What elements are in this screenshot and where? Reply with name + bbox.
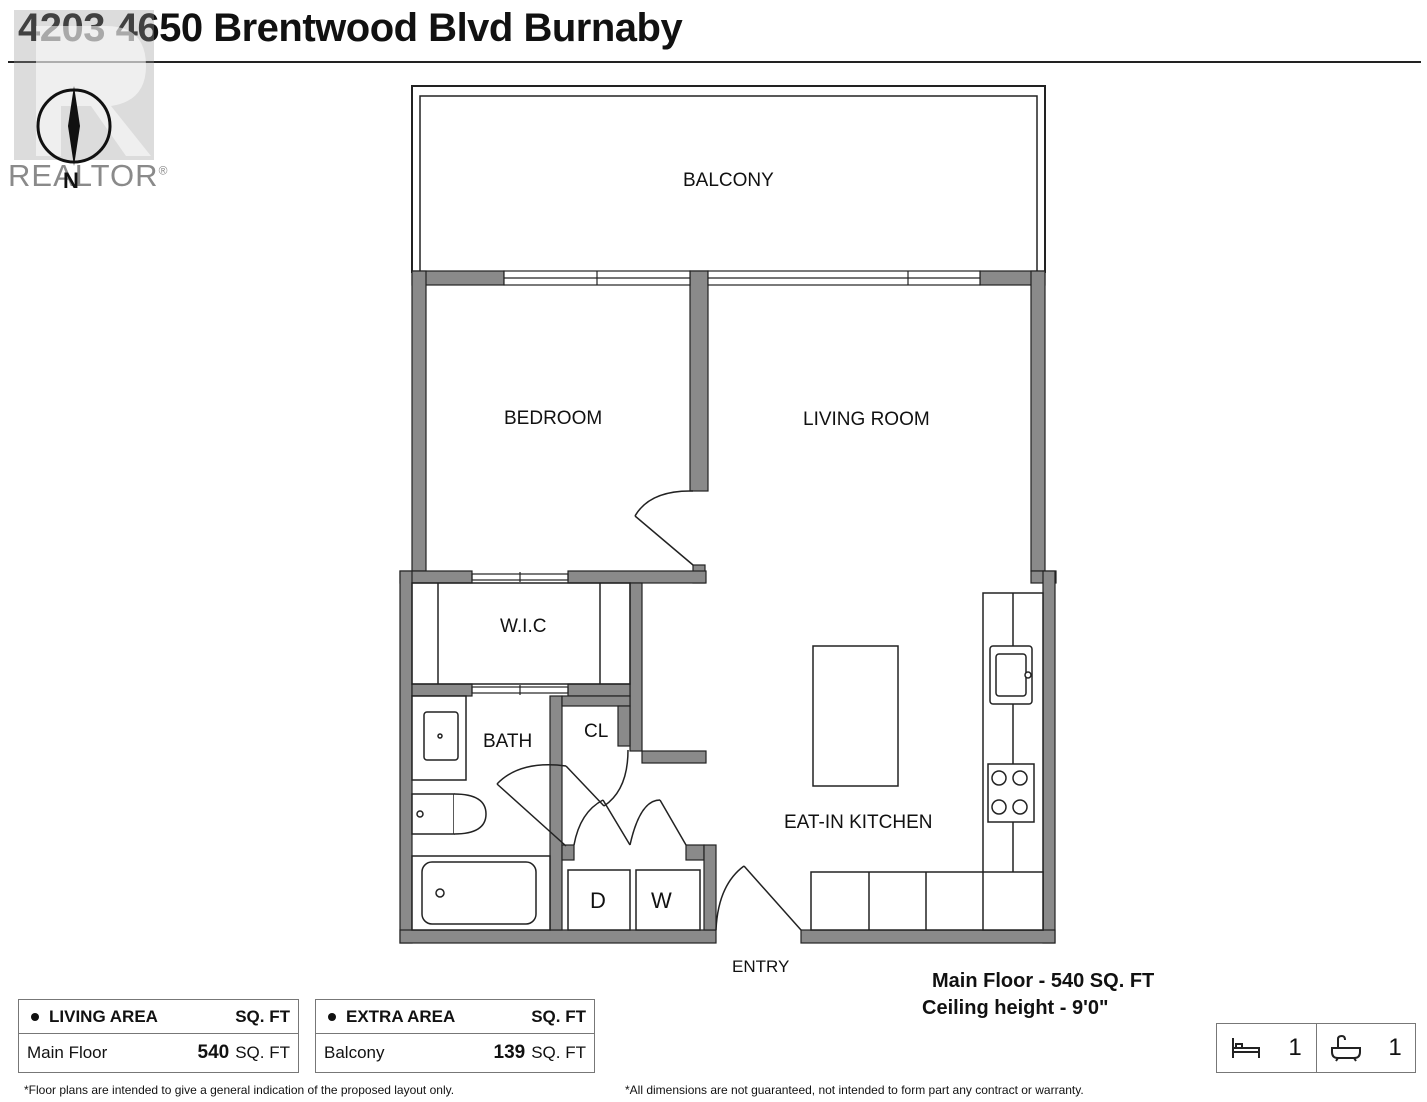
- bed-icon: [1231, 1038, 1260, 1058]
- kitchen-counters: [810, 592, 1044, 931]
- label-wic: W.I.C: [500, 616, 547, 637]
- compass-north-label: N: [63, 168, 79, 193]
- extra-area-title: EXTRA AREA: [346, 1006, 456, 1026]
- compass-icon: [36, 86, 112, 166]
- bedroom-count: 1: [1288, 1034, 1302, 1061]
- living-area-title: LIVING AREA: [49, 1006, 158, 1026]
- kitchen-island: [812, 645, 899, 787]
- label-kitchen: EAT-IN KITCHEN: [784, 812, 933, 833]
- walls: [399, 270, 1057, 944]
- label-bedroom: BEDROOM: [504, 408, 603, 429]
- label-dryer: D: [590, 888, 606, 913]
- extra-area-table: EXTRA AREA SQ. FT Balcony 139 SQ. FT: [315, 999, 595, 1073]
- label-closet: CL: [584, 721, 609, 742]
- footnote-layout: *Floor plans are intended to give a gene…: [24, 1083, 455, 1097]
- footnote-warranty: *All dimensions are not guaranteed, not …: [625, 1083, 1084, 1097]
- realtor-wordmark: REALTOR®: [8, 158, 169, 193]
- bullet-icon: [328, 1012, 336, 1021]
- bullet-icon: [31, 1012, 39, 1021]
- realtor-watermark: REALTOR® N: [6, 6, 169, 193]
- label-bath: BATH: [483, 731, 533, 752]
- living-area-row-label: Main Floor: [27, 1043, 108, 1062]
- bath-fixtures: [411, 695, 551, 931]
- bathtub-icon: [1330, 1034, 1361, 1062]
- label-living-room: LIVING ROOM: [803, 409, 930, 430]
- label-entry: ENTRY: [732, 957, 790, 976]
- laundry: [567, 869, 701, 931]
- living-area-row: Main Floor 540 SQ. FT: [19, 1035, 298, 1071]
- door-swings: [496, 490, 802, 931]
- extra-area-header: EXTRA AREA SQ. FT: [316, 1000, 594, 1034]
- living-area-row-unit: SQ. FT: [235, 1043, 290, 1062]
- ceiling-height: Ceiling height - 9'0": [922, 997, 1109, 1019]
- room-counts: 1 1: [1216, 1023, 1416, 1073]
- living-area-header: LIVING AREA SQ. FT: [19, 1000, 298, 1034]
- label-washer: W: [651, 888, 672, 913]
- living-area-unit-header: SQ. FT: [235, 1006, 290, 1026]
- label-balcony: BALCONY: [683, 170, 774, 191]
- main-floor-summary: Main Floor - 540 SQ. FT: [932, 970, 1155, 992]
- title-divider: [8, 61, 1421, 63]
- bathroom-count-cell: 1: [1315, 1024, 1416, 1072]
- sliding-doors: [471, 572, 569, 695]
- extra-area-row-label: Balcony: [324, 1043, 385, 1062]
- extra-area-row-value: 139: [493, 1042, 526, 1063]
- extra-area-row-unit: SQ. FT: [531, 1043, 586, 1062]
- living-area-row-value: 540: [197, 1042, 230, 1063]
- living-area-table: LIVING AREA SQ. FT Main Floor 540 SQ. FT: [18, 999, 299, 1073]
- bathroom-count: 1: [1388, 1034, 1402, 1061]
- extra-area-row: Balcony 139 SQ. FT: [316, 1035, 594, 1071]
- windows: [503, 270, 981, 286]
- bedroom-count-cell: 1: [1217, 1024, 1316, 1072]
- extra-area-unit-header: SQ. FT: [531, 1006, 586, 1026]
